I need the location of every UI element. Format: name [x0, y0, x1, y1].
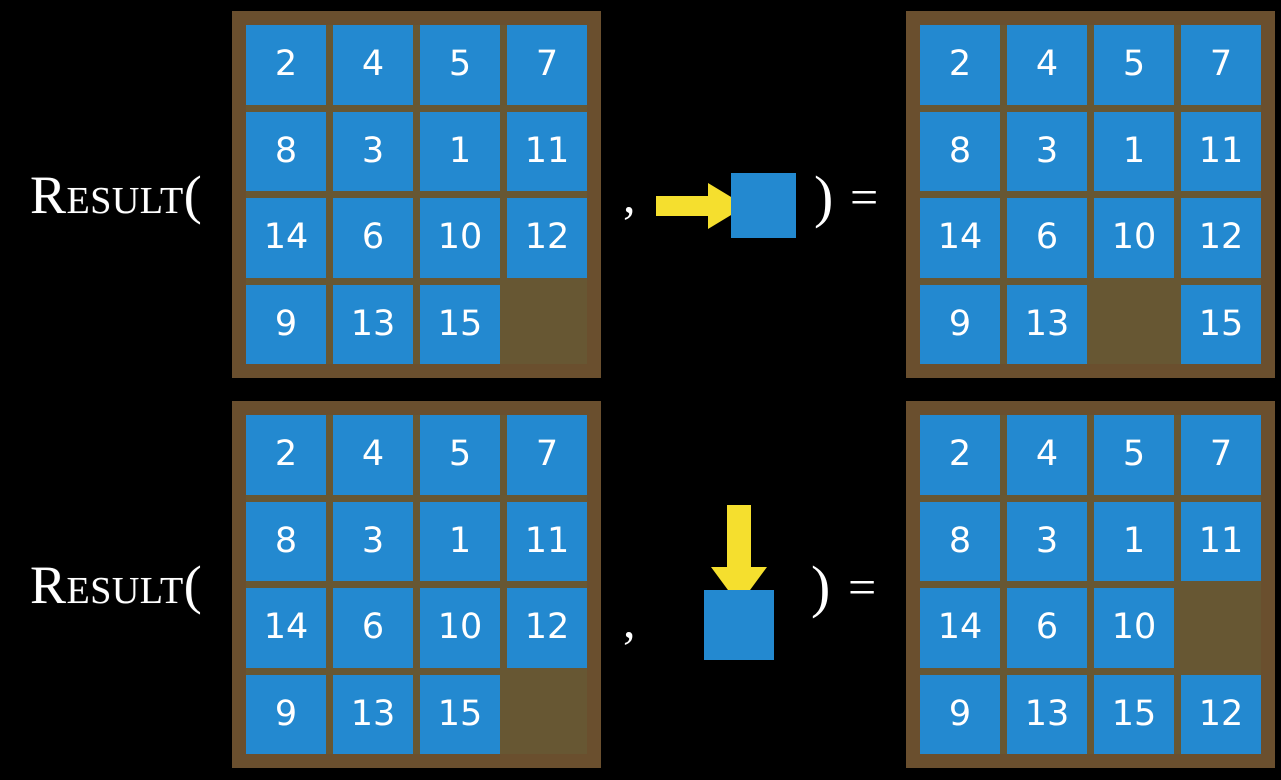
puzzle-tile[interactable]: 4: [1007, 415, 1087, 495]
puzzle-tile[interactable]: 1: [1094, 501, 1174, 581]
puzzle-tile[interactable]: 8: [246, 111, 326, 191]
puzzle-tile[interactable]: 5: [420, 415, 500, 495]
move-operand-tile-top: [731, 173, 796, 238]
puzzle-tile[interactable]: 9: [920, 284, 1000, 364]
puzzle-tile[interactable]: 6: [333, 588, 413, 668]
puzzle-tile[interactable]: 5: [1094, 25, 1174, 105]
puzzle-tile[interactable]: 2: [920, 25, 1000, 105]
puzzle-tile[interactable]: 7: [507, 415, 587, 495]
puzzle-tile[interactable]: 9: [246, 284, 326, 364]
puzzle-tile[interactable]: 5: [420, 25, 500, 105]
puzzle-tile[interactable]: 6: [1007, 588, 1087, 668]
puzzle-tile[interactable]: 2: [246, 25, 326, 105]
puzzle-tile[interactable]: 1: [420, 111, 500, 191]
puzzle-tile[interactable]: 4: [333, 25, 413, 105]
puzzle-tile[interactable]: 11: [507, 111, 587, 191]
puzzle-tile[interactable]: 10: [1094, 588, 1174, 668]
empty-slot: [507, 675, 587, 755]
puzzle-tile[interactable]: 7: [1181, 25, 1261, 105]
puzzle-tile[interactable]: 1: [1094, 111, 1174, 191]
empty-slot: [1094, 285, 1174, 365]
puzzle-tile[interactable]: 2: [246, 415, 326, 495]
puzzle-tile[interactable]: 6: [333, 198, 413, 278]
puzzle-tile[interactable]: 1: [420, 501, 500, 581]
puzzle-tile[interactable]: 6: [1007, 198, 1087, 278]
puzzle-tile[interactable]: 2: [920, 415, 1000, 495]
empty-slot: [1181, 588, 1261, 668]
puzzle-tile[interactable]: 9: [246, 674, 326, 754]
puzzle-tile[interactable]: 13: [333, 284, 413, 364]
puzzle-tile[interactable]: 13: [333, 674, 413, 754]
puzzle-tile[interactable]: 12: [1181, 674, 1261, 754]
puzzle-tile[interactable]: 13: [1007, 674, 1087, 754]
close-paren-top: ): [814, 164, 834, 229]
puzzle-tile[interactable]: 11: [1181, 501, 1261, 581]
puzzle-tile[interactable]: 7: [507, 25, 587, 105]
puzzle-tile[interactable]: 14: [920, 198, 1000, 278]
puzzle-tile[interactable]: 5: [1094, 415, 1174, 495]
arrow-down-icon: [711, 505, 767, 605]
operand-region-bottom: , ) =: [601, 390, 906, 780]
result-function-label-top: Result(: [30, 165, 203, 225]
equals-sign-top: =: [850, 169, 879, 225]
puzzle-tile[interactable]: 15: [420, 674, 500, 754]
puzzle-tile[interactable]: 12: [507, 588, 587, 668]
puzzle-tile[interactable]: 12: [1181, 198, 1261, 278]
puzzle-tile[interactable]: 8: [246, 501, 326, 581]
close-paren-bottom: ): [811, 554, 831, 619]
puzzle-tile[interactable]: 3: [333, 111, 413, 191]
move-operand-tile-bottom: [704, 590, 774, 660]
puzzle-tile[interactable]: 14: [920, 588, 1000, 668]
puzzle-tile[interactable]: 11: [1181, 111, 1261, 191]
puzzle-tile[interactable]: 8: [920, 501, 1000, 581]
operand-region-top: , ) =: [601, 0, 906, 390]
argument-separator-comma-top: ,: [623, 167, 636, 223]
puzzle-tile[interactable]: 4: [1007, 25, 1087, 105]
puzzle-tile[interactable]: 11: [507, 501, 587, 581]
puzzle-tile[interactable]: 15: [1181, 284, 1261, 364]
empty-slot: [507, 285, 587, 365]
arrow-right-icon: [656, 183, 746, 229]
puzzle-tile[interactable]: 10: [1094, 198, 1174, 278]
puzzle-tile[interactable]: 14: [246, 588, 326, 668]
puzzle-tile[interactable]: 7: [1181, 415, 1261, 495]
argument-separator-comma-bottom: ,: [623, 592, 636, 648]
puzzle-tile[interactable]: 8: [920, 111, 1000, 191]
puzzle-tile[interactable]: 10: [420, 588, 500, 668]
puzzle-tile[interactable]: 3: [1007, 501, 1087, 581]
equals-sign-bottom: =: [848, 559, 877, 615]
puzzle-tile[interactable]: 14: [246, 198, 326, 278]
puzzle-tile[interactable]: 13: [1007, 284, 1087, 364]
puzzle-tile[interactable]: 4: [333, 415, 413, 495]
puzzle-tile[interactable]: 10: [420, 198, 500, 278]
puzzle-tile[interactable]: 15: [1094, 674, 1174, 754]
result-function-label-bottom: Result(: [30, 555, 203, 615]
puzzle-tile[interactable]: 12: [507, 198, 587, 278]
puzzle-tile[interactable]: 15: [420, 284, 500, 364]
puzzle-tile[interactable]: 3: [1007, 111, 1087, 191]
puzzle-tile[interactable]: 9: [920, 674, 1000, 754]
puzzle-tile[interactable]: 3: [333, 501, 413, 581]
